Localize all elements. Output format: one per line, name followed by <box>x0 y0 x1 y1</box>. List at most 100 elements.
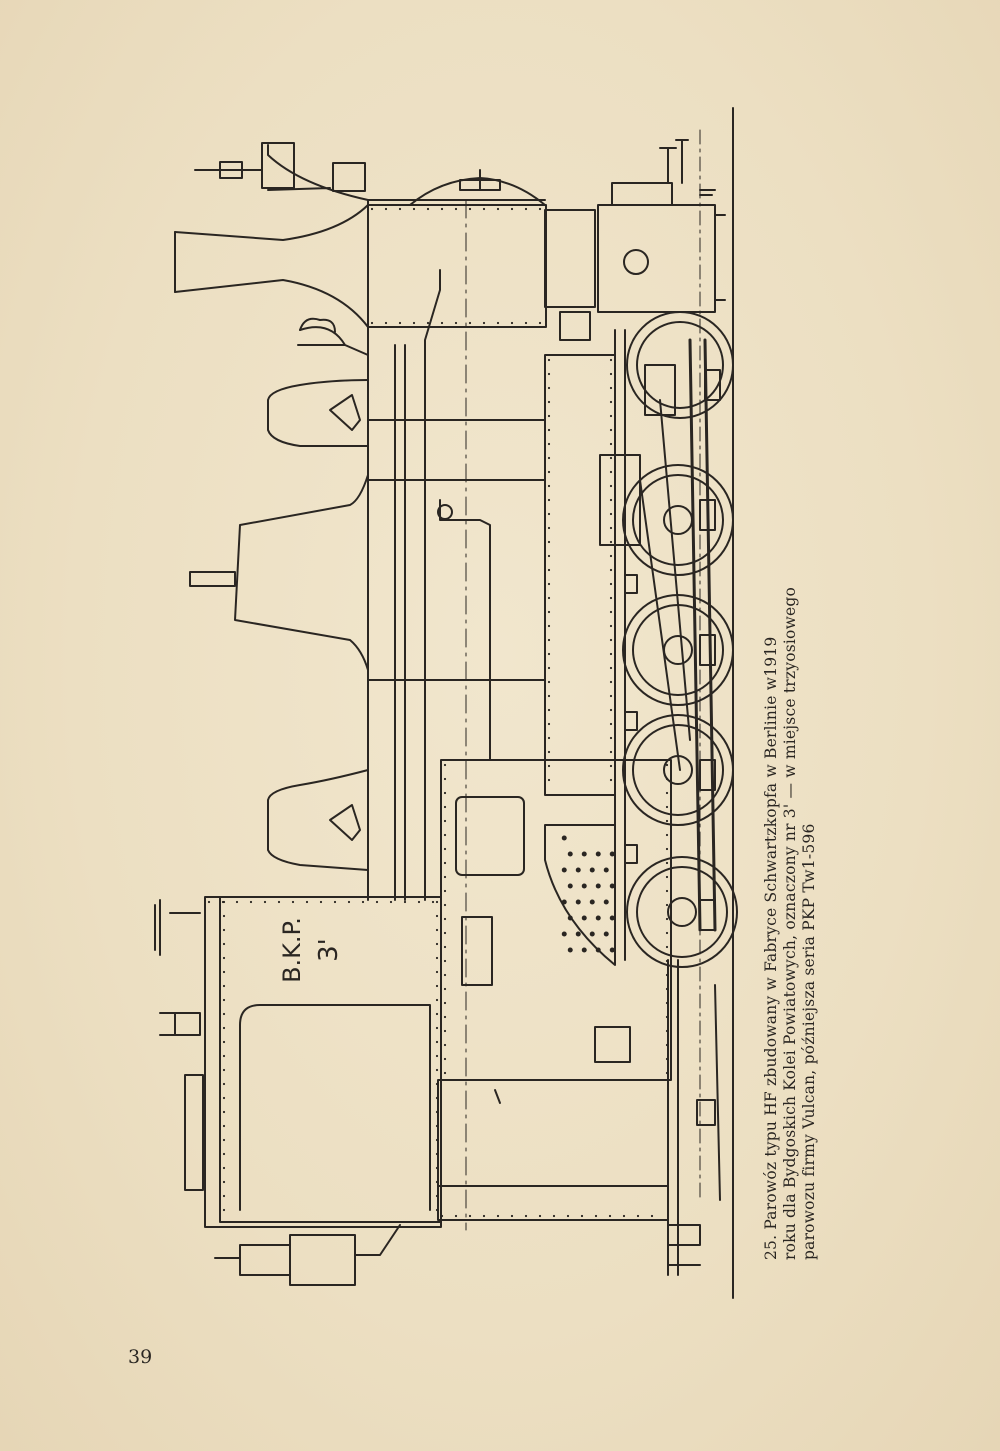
rivet <box>547 680 551 684</box>
coal-dot <box>609 883 615 889</box>
rivet <box>375 900 379 904</box>
rivet <box>665 847 669 851</box>
rivet <box>547 764 551 768</box>
rivet <box>609 484 613 488</box>
rivet <box>222 942 226 946</box>
rivet <box>440 1214 444 1218</box>
rivet <box>609 722 613 726</box>
coal-dot <box>609 915 615 921</box>
rivet <box>435 928 439 932</box>
rivet <box>547 722 551 726</box>
rivet <box>547 358 551 362</box>
rivet <box>319 900 323 904</box>
rivet <box>547 372 551 376</box>
coal-dot <box>581 883 587 889</box>
rivet <box>443 791 447 795</box>
rivet <box>482 321 486 325</box>
rivet <box>435 1110 439 1114</box>
rivet <box>440 207 444 211</box>
rivet <box>665 1015 669 1019</box>
rivet <box>547 750 551 754</box>
rivet <box>291 900 295 904</box>
rivet <box>665 819 669 823</box>
coal-dot <box>595 883 601 889</box>
rivet <box>580 1214 584 1218</box>
rivet <box>440 321 444 325</box>
rivet <box>665 987 669 991</box>
rivet <box>665 903 669 907</box>
rivet <box>305 900 309 904</box>
rivet <box>443 1043 447 1047</box>
coal-dot <box>581 947 587 953</box>
rivet <box>609 568 613 572</box>
rivet <box>454 321 458 325</box>
rivet <box>665 791 669 795</box>
rivet <box>547 498 551 502</box>
rivet <box>443 1057 447 1061</box>
rivet <box>665 1029 669 1033</box>
rivet <box>222 1208 226 1212</box>
rivet <box>609 764 613 768</box>
rivet <box>524 321 528 325</box>
rivet <box>435 984 439 988</box>
rivet <box>443 903 447 907</box>
rivet <box>496 321 500 325</box>
rivet <box>426 207 430 211</box>
rivet <box>361 900 365 904</box>
rivet <box>435 998 439 1002</box>
rivet <box>435 1068 439 1072</box>
rivet <box>665 889 669 893</box>
rivet <box>249 900 253 904</box>
coal-dot <box>581 915 587 921</box>
rivet <box>594 1214 598 1218</box>
rivet <box>443 819 447 823</box>
coal-dot <box>561 931 567 937</box>
rivet <box>609 456 613 460</box>
rivet <box>496 1214 500 1218</box>
rivet <box>443 1001 447 1005</box>
rivet <box>398 321 402 325</box>
plate-line-1: B.K.P. <box>278 917 306 983</box>
rivet <box>222 1096 226 1100</box>
rivet <box>443 959 447 963</box>
rivet <box>547 638 551 642</box>
rivet <box>538 1214 542 1218</box>
coal-dot <box>575 867 581 873</box>
rivet <box>263 900 267 904</box>
rivet <box>435 1040 439 1044</box>
rivet <box>435 1166 439 1170</box>
rivet <box>547 694 551 698</box>
coal-dot <box>567 947 573 953</box>
rivet <box>403 900 407 904</box>
rivet <box>609 638 613 642</box>
rivet <box>609 652 613 656</box>
rivet <box>235 900 239 904</box>
rivet <box>443 875 447 879</box>
rivet <box>435 956 439 960</box>
rivet <box>609 386 613 390</box>
rivet <box>547 568 551 572</box>
rivet <box>482 1214 486 1218</box>
rivet <box>566 1214 570 1218</box>
rivet <box>222 1040 226 1044</box>
rivet <box>524 207 528 211</box>
coal-dot <box>609 947 615 953</box>
rivet <box>435 1096 439 1100</box>
rivet <box>207 900 211 904</box>
rivet <box>609 750 613 754</box>
rivet <box>222 1124 226 1128</box>
rivet <box>482 207 486 211</box>
rivet <box>333 900 337 904</box>
rivet <box>609 610 613 614</box>
rivet <box>277 900 281 904</box>
rivet <box>547 652 551 656</box>
rivet <box>665 833 669 837</box>
coal-dot <box>603 931 609 937</box>
rivet <box>609 372 613 376</box>
rivet <box>609 428 613 432</box>
rivet <box>221 900 225 904</box>
rivet <box>435 1026 439 1030</box>
caption-line-1: 25. Parowóz typu HF zbudowany w Fabryce … <box>762 636 780 1261</box>
rivet <box>435 970 439 974</box>
rivet <box>222 1054 226 1058</box>
